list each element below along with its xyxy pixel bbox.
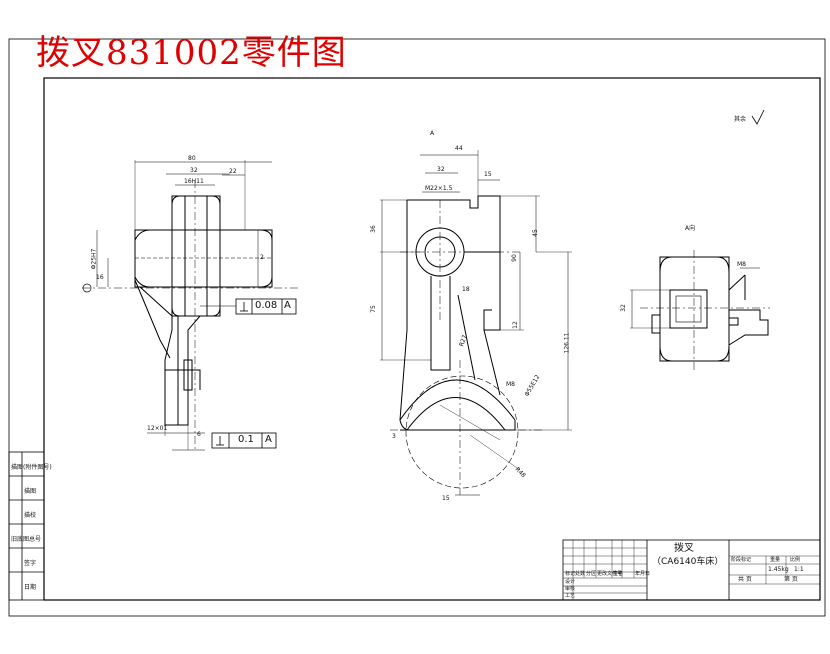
dim-12x01: 12×01 <box>147 425 168 432</box>
datum-a-1: A <box>284 300 291 311</box>
tb-row-3: 更改文件号 <box>597 571 623 577</box>
part-name: 拨叉 <box>674 543 694 554</box>
dim-15b: 15 <box>442 495 450 502</box>
dim-32b: 32 <box>437 166 445 173</box>
roughness-symbol <box>751 109 765 125</box>
dim-90: 90 <box>510 254 518 262</box>
machine-name: （CA6140车床） <box>652 557 724 567</box>
dim-m8: M8 <box>506 381 515 388</box>
dim-25h7: Φ25H7 <box>90 248 98 270</box>
side-table <box>8 451 45 601</box>
tb-left-1: 审核 <box>565 586 576 592</box>
tol-008: 0.08 <box>255 300 278 311</box>
dim-2: 2 <box>260 254 264 261</box>
tb-sheets: 共 页 <box>738 576 752 583</box>
tb-row-5: 年月日 <box>635 571 651 577</box>
tb-row-2: 分区 <box>586 571 597 577</box>
dim-m22: M22×1.5 <box>425 185 453 192</box>
dim-32: 32 <box>190 167 198 174</box>
inner-frame <box>43 77 821 601</box>
dim-18: 18 <box>462 286 470 293</box>
dim-44: 44 <box>455 145 463 152</box>
middle-view <box>380 150 572 496</box>
dim-45: 45 <box>531 229 539 237</box>
dim-126: 126.11 <box>563 332 571 354</box>
dim-3: 3 <box>392 433 396 440</box>
roughness-note: 其余 <box>734 116 747 123</box>
outer-frame <box>8 38 826 617</box>
tb-right-1: 重量 <box>770 557 781 563</box>
tb-row-0: 标记 <box>565 571 576 577</box>
dim-16: 16 <box>96 274 104 281</box>
tb-left-2: 工艺 <box>565 593 576 599</box>
tb-weight: 1.45kg <box>768 566 789 573</box>
dim-36: 36 <box>369 225 377 233</box>
tb-sheet-no: 第 页 <box>784 576 798 583</box>
side-label-4: 签字 <box>24 560 37 567</box>
tol-01: 0.1 <box>238 434 254 445</box>
tb-left-0: 设计 <box>565 579 576 585</box>
datum-a-2: A <box>265 434 272 445</box>
dim-32c: 32 <box>619 304 627 312</box>
tb-right-2: 比例 <box>790 557 801 563</box>
dim-15: 15 <box>484 171 492 178</box>
tb-right-0: 阶段标记 <box>731 557 752 563</box>
dim-m8-right: M8 <box>737 261 746 268</box>
left-view <box>82 160 300 451</box>
side-label-1: 描图 <box>24 488 37 495</box>
side-label-3: 旧底图总号 <box>11 536 42 543</box>
side-label-2: 描校 <box>24 512 37 519</box>
right-view <box>630 250 770 370</box>
side-label-5: 日期 <box>24 584 37 591</box>
tb-scale: 1:1 <box>794 566 804 573</box>
dim-12: 12 <box>511 321 519 329</box>
side-label-0: 描图(附件图号) <box>11 464 52 471</box>
drawing-title: 拨叉831002零件图 <box>36 33 347 73</box>
view-a-title: A向 <box>685 225 696 232</box>
view-label-a: A <box>430 130 435 137</box>
dim-22: 22 <box>229 168 237 175</box>
title-block <box>562 539 821 601</box>
dim-80: 80 <box>188 155 196 162</box>
tb-row-4: 签名 <box>613 571 624 577</box>
tb-row-1: 处数 <box>575 571 586 577</box>
dim-16h11: 16H11 <box>184 178 204 185</box>
dim-75: 75 <box>369 305 377 313</box>
dim-6: 6 <box>197 431 201 438</box>
